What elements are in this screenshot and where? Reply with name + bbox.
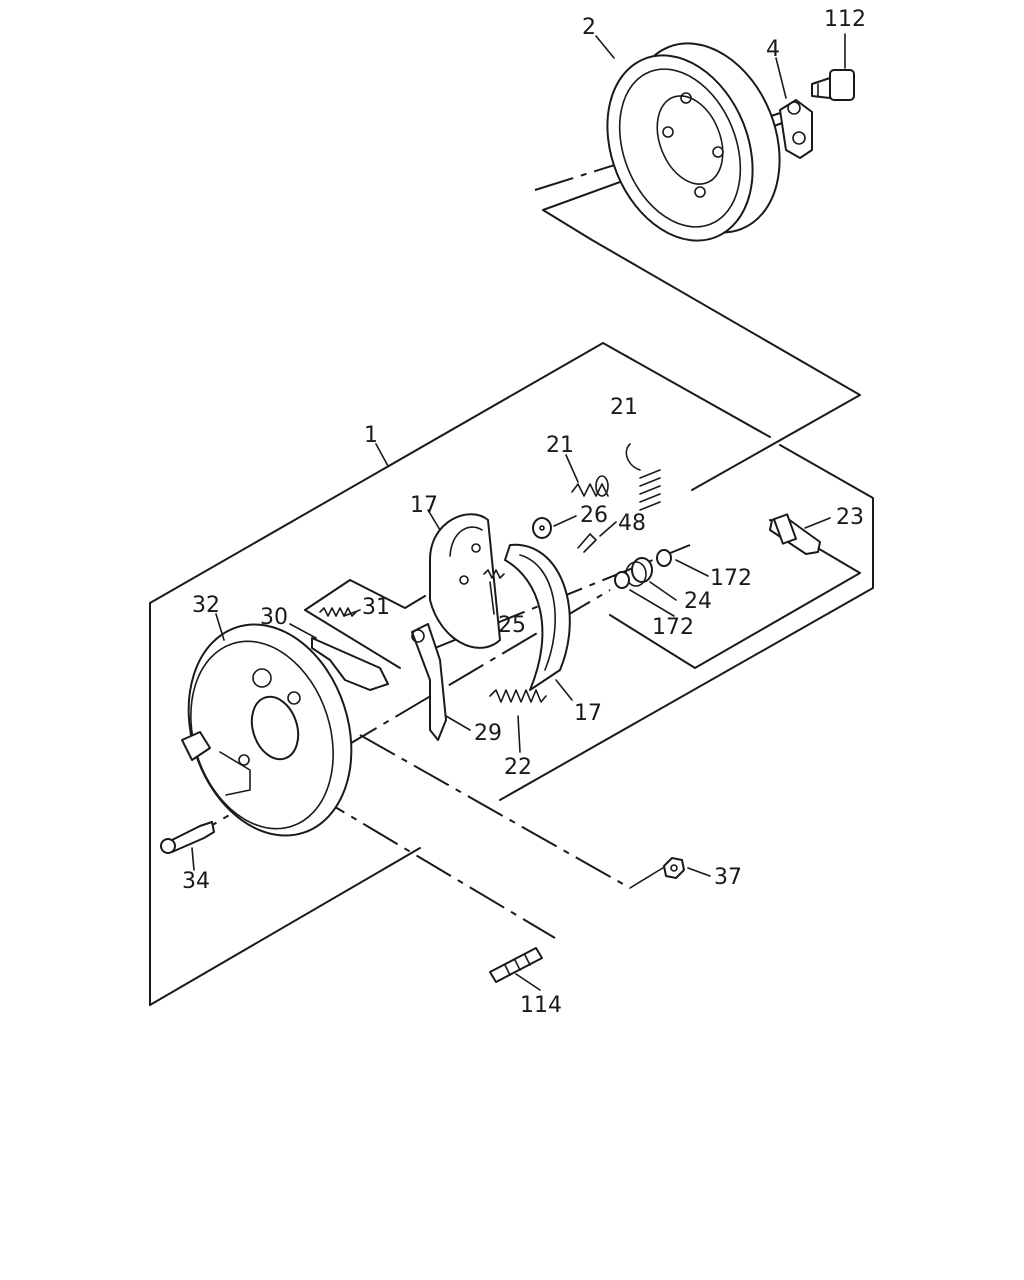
- cylinder-fitting: [769, 513, 821, 555]
- callout-26: 26: [580, 503, 608, 528]
- assembly-outline: [149, 121, 874, 1006]
- callout-31: 31: [362, 595, 390, 620]
- callout-25: 25: [498, 613, 526, 638]
- wheel-stud: [489, 947, 543, 983]
- callout-29: 29: [474, 721, 502, 746]
- callout-17-lower: 17: [574, 701, 602, 726]
- callout-1: 1: [364, 423, 378, 448]
- callout-37: 37: [714, 865, 742, 890]
- anchor-bolt: [160, 821, 215, 854]
- callout-112: 112: [824, 7, 866, 32]
- callout-30: 30: [260, 605, 288, 630]
- callout-24: 24: [684, 589, 712, 614]
- callout-21-mid: 21: [546, 433, 574, 458]
- callout-34: 34: [182, 869, 210, 894]
- shoe-spring: [483, 569, 505, 579]
- callout-172-right: 172: [710, 566, 752, 591]
- brake-drum: [606, 42, 781, 242]
- callout-32: 32: [192, 593, 220, 618]
- bracket-plate: [779, 99, 813, 159]
- return-spring-long: [625, 443, 661, 511]
- washer-b: [614, 571, 630, 589]
- piston-seal: [625, 557, 653, 587]
- washer-a: [656, 549, 672, 567]
- callout-4: 4: [766, 37, 780, 62]
- backing-plate: [181, 623, 353, 837]
- brake-shoe-lower: [504, 543, 571, 691]
- callout-21-top: 21: [610, 395, 638, 420]
- leader-lines: [191, 33, 846, 991]
- callout-114: 114: [520, 993, 562, 1018]
- callout-22: 22: [504, 755, 532, 780]
- bleeder-bolt: [811, 69, 855, 101]
- hold-down-washer: [532, 517, 552, 539]
- callout-2: 2: [582, 15, 596, 40]
- retainer-clip: [577, 533, 597, 553]
- callout-172-left: 172: [652, 615, 694, 640]
- callout-labels: 2 4 112 1 21 21 17 26 48 23 172 24 172 2…: [182, 7, 866, 1018]
- hex-nut: [663, 857, 685, 879]
- brake-shoe-upper: [429, 513, 501, 649]
- adjuster-spring: [319, 607, 357, 617]
- return-spring-short: [571, 475, 609, 497]
- lower-return-spring: [489, 689, 547, 703]
- parking-lever: [411, 623, 447, 741]
- adjuster-lever: [311, 637, 389, 691]
- callout-23: 23: [836, 505, 864, 530]
- callout-48: 48: [618, 511, 646, 536]
- callout-17-upper: 17: [410, 493, 438, 518]
